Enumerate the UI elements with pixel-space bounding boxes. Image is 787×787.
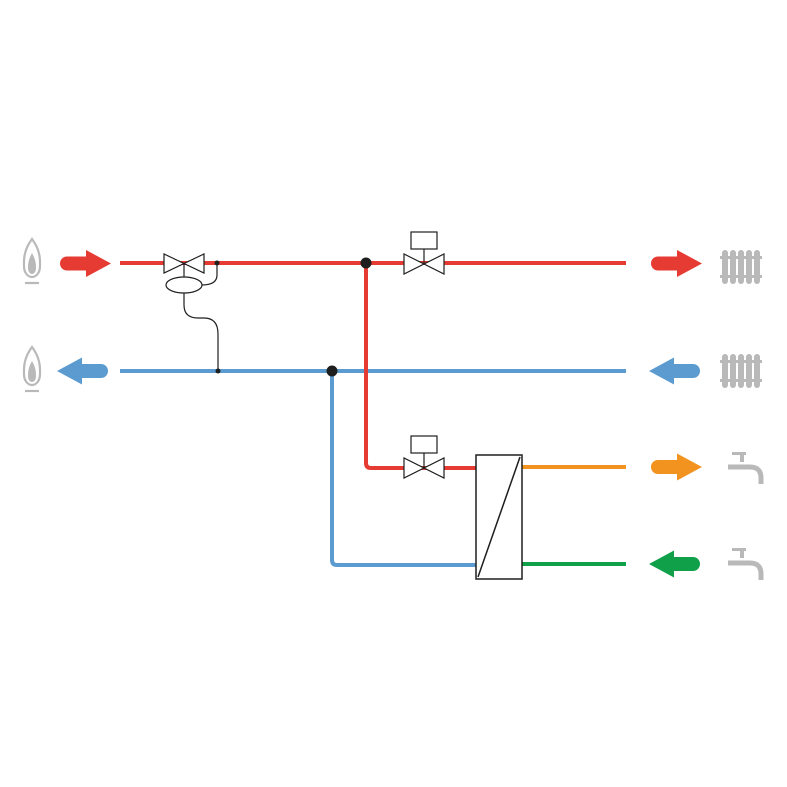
valve-diaphragm	[165, 276, 203, 294]
heat-exchanger[interactable]	[475, 454, 523, 580]
tap-icon	[728, 548, 764, 580]
tap-icon	[728, 452, 764, 484]
flame-inner	[28, 253, 36, 274]
arrow-cold-in	[649, 550, 700, 578]
heating-control-valve[interactable]	[403, 231, 445, 275]
arrow-head	[57, 357, 82, 385]
dhw-control-valve[interactable]	[403, 435, 445, 479]
impulse-point-return	[215, 368, 221, 374]
flame-outer	[22, 345, 42, 387]
arrow-heating-supply	[651, 250, 702, 277]
arrow-head	[649, 550, 674, 578]
valve-actuator	[410, 435, 438, 454]
arrow-source-return	[57, 357, 108, 385]
arrow-heating-return	[649, 357, 700, 385]
arrow-head	[86, 250, 111, 277]
arrow-shaft	[666, 557, 700, 571]
supply-junction-dot	[360, 257, 372, 269]
radiator-icon	[720, 250, 762, 284]
arrow-dhw-out	[651, 453, 702, 481]
dhw-return-branch-pipe	[330, 371, 476, 567]
valve-body-left	[403, 457, 426, 479]
flame-icon	[22, 237, 42, 285]
valve-body-right	[182, 253, 205, 274]
return-junction-dot	[326, 365, 338, 377]
arrow-head	[677, 250, 702, 277]
flame-outer	[22, 237, 42, 279]
arrow-shaft	[60, 256, 94, 271]
flame-icon	[22, 345, 42, 393]
valve-body-left	[163, 253, 186, 274]
arrow-source-supply	[60, 250, 111, 277]
impulse-line-supply	[201, 263, 218, 286]
impulse-point-supply	[214, 260, 220, 266]
pressure-regulating-valve[interactable]	[163, 253, 221, 374]
heat-exchanger-diagonal	[477, 456, 521, 578]
radiator-icon	[720, 354, 762, 388]
flame-inner	[28, 361, 36, 382]
valve-actuator	[410, 231, 438, 250]
arrow-shaft	[651, 256, 685, 271]
valve-body-right	[422, 457, 445, 479]
impulse-line-return	[183, 293, 219, 371]
valve-body-left	[403, 253, 426, 275]
arrow-head	[649, 357, 674, 385]
arrow-head	[677, 453, 702, 481]
arrow-shaft	[651, 460, 685, 474]
valve-body-right	[422, 253, 445, 275]
arrow-shaft	[74, 364, 108, 378]
arrow-shaft	[666, 364, 700, 378]
dhw-supply-branch-pipe	[364, 263, 476, 470]
